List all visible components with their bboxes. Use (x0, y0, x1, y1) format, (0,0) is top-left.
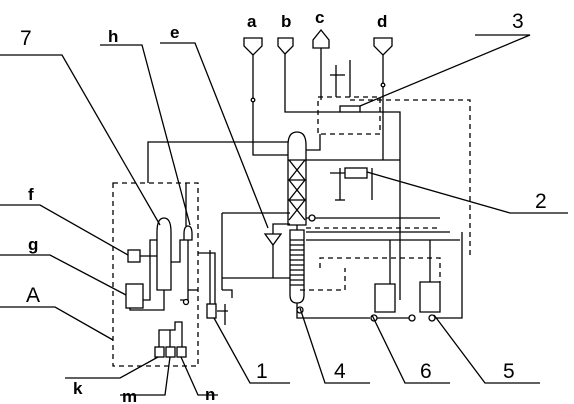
label-e: e (170, 23, 179, 42)
label-A: A (26, 284, 40, 307)
label-a: a (247, 12, 257, 31)
vessel-7 (156, 217, 172, 291)
unit-3-box (317, 96, 381, 135)
label-g: g (28, 235, 38, 254)
main-column (287, 131, 307, 226)
label-1: 1 (256, 360, 268, 383)
label-b: b (281, 12, 291, 31)
component-g (125, 283, 144, 309)
label-7: 7 (20, 27, 32, 50)
control-box-A (112, 182, 199, 367)
feed-hopper-d (373, 37, 393, 56)
tank-5 (419, 281, 441, 313)
component-f (127, 249, 141, 263)
feed-hopper-c (312, 28, 330, 49)
label-2: 2 (535, 190, 547, 213)
feed-hopper-a (243, 37, 263, 56)
vessel-e (263, 233, 283, 247)
label-4: 4 (334, 360, 346, 383)
label-3: 3 (512, 10, 524, 33)
unit-2 (344, 167, 368, 179)
label-d: d (377, 12, 387, 31)
device-m (165, 346, 176, 358)
device-n (176, 346, 187, 358)
label-k: k (73, 379, 83, 398)
label-n: n (205, 385, 215, 404)
stripper-column (289, 229, 305, 304)
label-f: f (28, 185, 34, 204)
label-5: 5 (503, 360, 515, 383)
label-m: m (122, 387, 137, 404)
label-h: h (108, 27, 118, 46)
device-1 (206, 303, 217, 319)
feed-hopper-b (277, 37, 294, 55)
tank-6 (374, 283, 396, 313)
label-c: c (315, 8, 324, 27)
label-6: 6 (420, 360, 432, 383)
device-k (154, 346, 165, 358)
vessel-h (183, 225, 193, 241)
